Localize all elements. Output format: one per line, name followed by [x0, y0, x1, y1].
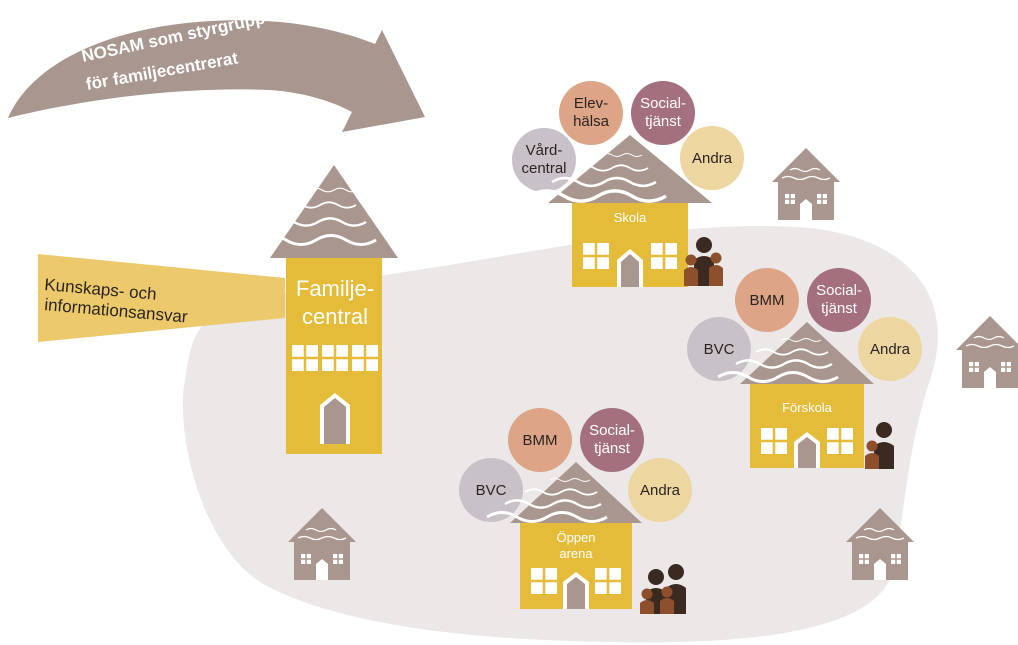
- family-icon-forskola: [865, 422, 894, 469]
- bubble-bvc-forskola-l1: BVC: [704, 341, 735, 358]
- bubble-elevhalsa: [559, 81, 623, 145]
- bubble-vardcentral-l1: Vård-: [526, 142, 563, 159]
- small-house-far-right: [955, 315, 1018, 389]
- central-line-1: Familje-: [296, 276, 374, 301]
- knowledge-banner: [38, 254, 285, 342]
- oppen-label-l1: Öppen: [556, 530, 595, 545]
- bubble-elevhalsa-l2: hälsa: [573, 113, 610, 130]
- bubble-bmm-oppen-l1: BMM: [523, 432, 558, 449]
- forskola-cluster: [687, 268, 922, 468]
- bubble-socialtjanst-forskola: [807, 268, 871, 332]
- bubble-vardcentral-l2: central: [521, 160, 566, 177]
- skola-label: Skola: [614, 210, 647, 225]
- forskola-label: Förskola: [782, 400, 833, 415]
- bubble-socialtjanst-skola: [631, 81, 695, 145]
- bubble-elevhalsa-l1: Elev-: [574, 95, 608, 112]
- bubble-social-skola-l1: Social-: [640, 95, 686, 112]
- oppen-label-l2: arena: [559, 546, 593, 561]
- bubble-socialtjanst-oppen: [580, 408, 644, 472]
- bubble-social-forskola-l2: tjänst: [821, 300, 858, 317]
- bubble-bvc-forskola: [687, 317, 751, 381]
- central-line-2: central: [302, 304, 368, 329]
- bubble-andra-forskola-l1: Andra: [870, 341, 911, 358]
- family-central-house: [254, 165, 398, 454]
- family-icon-oppen: [640, 564, 686, 614]
- family-icon-skola: [684, 237, 723, 286]
- bubble-bmm-forskola-l1: BMM: [750, 292, 785, 309]
- steering-group-arrow: [8, 20, 425, 132]
- bubble-bvc-oppen-l1: BVC: [476, 482, 507, 499]
- bubble-social-oppen-l2: tjänst: [594, 440, 631, 457]
- bubble-bvc-oppen: [459, 458, 523, 522]
- bubble-social-forskola-l1: Social-: [816, 282, 862, 299]
- oppen-arena-cluster: [459, 408, 692, 609]
- bubble-bmm-oppen: [508, 408, 572, 472]
- bubble-bmm-forskola: [735, 268, 799, 332]
- skola-cluster: [512, 81, 744, 287]
- small-house-top-right: [771, 147, 841, 221]
- bubble-vardcentral: [512, 128, 576, 192]
- bubble-social-oppen-l1: Social-: [589, 422, 635, 439]
- bubble-andra-oppen-l1: Andra: [640, 482, 681, 499]
- bubble-andra-oppen: [628, 458, 692, 522]
- bubble-social-skola-l2: tjänst: [645, 113, 682, 130]
- bubble-andra-forskola: [858, 317, 922, 381]
- bubble-andra-skola-l1: Andra: [692, 150, 733, 167]
- bubble-andra-skola: [680, 126, 744, 190]
